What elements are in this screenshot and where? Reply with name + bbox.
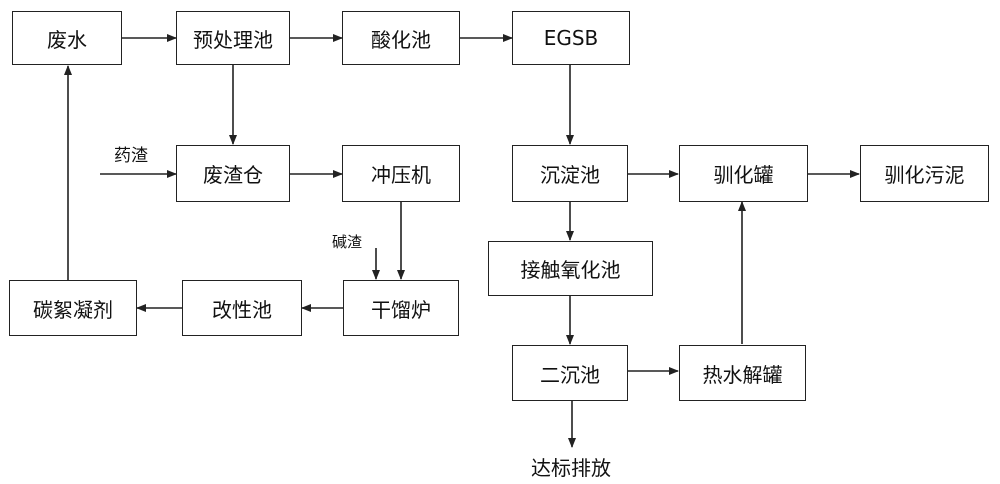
node-egsb: EGSB <box>512 11 630 65</box>
label-medicine-residue: 药渣 <box>114 146 148 166</box>
node-contact-oxidation: 接触氧化池 <box>488 241 653 296</box>
node-carbon-flocculant: 碳絮凝剂 <box>9 280 137 336</box>
node-press: 冲压机 <box>342 145 460 202</box>
node-secondary-settling: 二沉池 <box>512 345 628 401</box>
label-discharge: 达标排放 <box>531 456 611 480</box>
node-acidification: 酸化池 <box>342 11 460 65</box>
node-settling: 沉淀池 <box>512 145 628 202</box>
node-domestication-tank: 驯化罐 <box>679 145 808 202</box>
node-hydrothermal-tank: 热水解罐 <box>679 345 806 401</box>
label-alkali-residue: 碱渣 <box>332 233 363 251</box>
node-dry-distillation: 干馏炉 <box>343 280 459 336</box>
node-domesticated-sludge: 驯化污泥 <box>860 145 989 202</box>
node-modification: 改性池 <box>182 280 302 336</box>
node-wastewater: 废水 <box>12 11 122 65</box>
node-pretreatment: 预处理池 <box>176 11 290 65</box>
node-residue-bin: 废渣仓 <box>176 145 290 202</box>
